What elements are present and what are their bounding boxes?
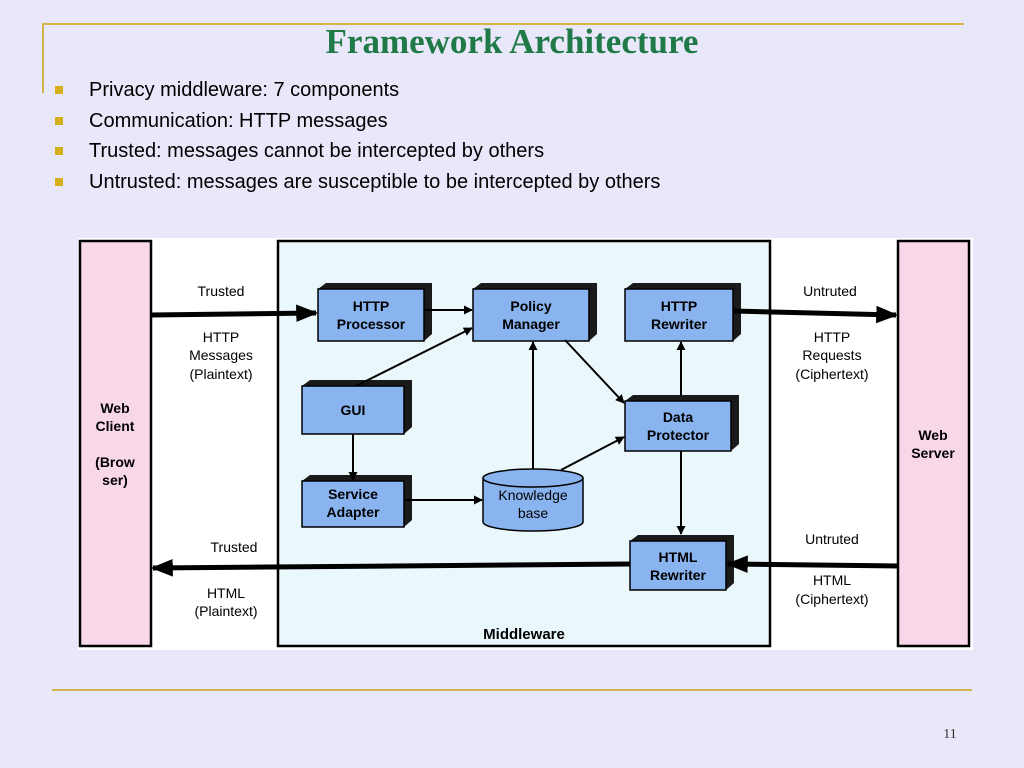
square-bullet-icon [55, 177, 63, 186]
html-rewriter-box: HTML Rewriter [629, 535, 734, 591]
policy-manager-box: Policy Manager [472, 283, 597, 342]
page-number: 11 [943, 727, 957, 742]
bullet-list: Privacy middleware: 7 components Communi… [55, 75, 660, 197]
bullet-item: Trusted: messages cannot be intercepted … [55, 136, 660, 167]
svg-text:Rewriter: Rewriter [650, 567, 707, 583]
trusted-bottom-label: Trusted [211, 539, 258, 555]
svg-text:HTML: HTML [813, 572, 851, 588]
svg-text:Policy: Policy [510, 298, 551, 314]
svg-text:Knowledge: Knowledge [498, 487, 567, 503]
square-bullet-icon [55, 147, 63, 155]
bullet-text: Privacy middleware: 7 components [89, 79, 400, 101]
svg-text:Server: Server [911, 445, 955, 461]
bullet-text: Untrusted: messages are susceptible to b… [89, 170, 661, 193]
svg-text:HTTP: HTTP [661, 298, 698, 314]
web-server-label: Web Server [911, 427, 955, 461]
bullet-text: Communication: HTTP messages [89, 109, 388, 132]
edge-labels: Trusted HTTP Messages (Plaintext) Untrut… [189, 283, 868, 619]
svg-text:(Plaintext): (Plaintext) [189, 366, 252, 382]
svg-text:base: base [518, 505, 549, 521]
untruted-top-label: Untruted [803, 283, 857, 299]
web-client-label: Web Client (Brow ser) [95, 400, 135, 488]
trusted-top-label: Trusted [198, 283, 245, 299]
arrow-policy-to-protector [564, 339, 625, 404]
bottom-rule [52, 689, 972, 691]
arrow-rewriter-to-server [732, 305, 899, 324]
knowledge-base-cylinder: Knowledge base [482, 468, 584, 532]
service-adapter-box: Service Adapter [301, 475, 412, 528]
svg-text:HTTP: HTTP [203, 329, 240, 345]
bullet-item: Privacy middleware: 7 components [55, 75, 660, 106]
svg-text:Protector: Protector [647, 427, 710, 443]
web-client-box [78, 239, 153, 648]
svg-text:Client: Client [96, 418, 135, 434]
arrow-html-rewriter-to-client [150, 559, 631, 577]
square-bullet-icon [55, 86, 63, 94]
square-bullet-icon [55, 116, 63, 125]
svg-text:Web: Web [918, 427, 947, 443]
svg-text:Data: Data [663, 409, 694, 425]
svg-text:Requests: Requests [802, 347, 861, 363]
svg-text:HTTP: HTTP [353, 298, 390, 314]
arrow-server-to-html-rewriter [725, 555, 899, 574]
svg-text:HTTP: HTTP [814, 329, 851, 345]
untruted-bottom-label: Untruted [805, 531, 859, 547]
data-protector-box: Data Protector [624, 395, 739, 452]
svg-text:Service: Service [328, 486, 378, 502]
svg-text:ser): ser) [102, 472, 128, 488]
svg-text:(Ciphertext): (Ciphertext) [795, 591, 868, 607]
gui-box: GUI [301, 380, 412, 435]
internal-arrows [348, 305, 686, 535]
svg-text:Processor: Processor [337, 316, 406, 332]
svg-text:Rewriter: Rewriter [651, 316, 708, 332]
bullet-item: Untrusted: messages are susceptible to b… [55, 167, 660, 198]
architecture-diagram: Web Client (Brow ser) Web Server Middlew… [78, 238, 973, 650]
svg-text:Adapter: Adapter [327, 504, 380, 520]
arrow-knowledge-to-protector [560, 436, 625, 471]
bullet-text: Trusted: messages cannot be intercepted … [89, 140, 545, 162]
slide-title: Framework Architecture [325, 22, 699, 61]
svg-text:Manager: Manager [502, 316, 560, 332]
top-rule [42, 23, 964, 25]
svg-text:(Brow: (Brow [95, 454, 135, 470]
svg-text:(Plaintext): (Plaintext) [194, 603, 257, 619]
svg-text:(Ciphertext): (Ciphertext) [795, 366, 868, 382]
web-server-box [896, 239, 971, 648]
middleware-label: Middleware [483, 626, 565, 643]
arrow-client-to-processor [150, 304, 319, 323]
svg-text:HTML: HTML [207, 585, 245, 601]
svg-text:HTML: HTML [659, 549, 698, 565]
svg-text:Web: Web [100, 400, 129, 416]
svg-text:GUI: GUI [341, 402, 366, 418]
left-rule [42, 23, 44, 93]
http-processor-box: HTTP Processor [317, 283, 432, 342]
arrow-gui-to-policy [355, 327, 473, 387]
bullet-item: Communication: HTTP messages [55, 106, 660, 137]
external-arrows [150, 304, 899, 577]
svg-text:Messages: Messages [189, 347, 253, 363]
http-rewriter-box: HTTP Rewriter [624, 283, 741, 342]
